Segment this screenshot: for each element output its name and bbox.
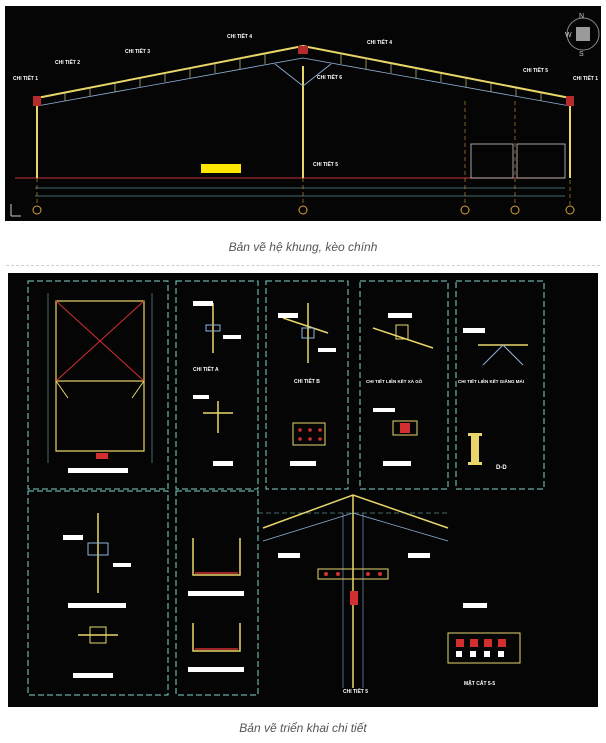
section-divider: [6, 265, 600, 266]
label-section-dd: D-D: [496, 465, 507, 471]
callout-5-right: CHI TIẾT 5: [523, 67, 548, 74]
compass-widget[interactable]: N W S: [565, 13, 600, 58]
callout-4a: CHI TIẾT 4: [227, 33, 252, 40]
main-frame-drawing: CHI TIẾT 1 CHI TIẾT 2 CHI TIẾT 3 CHI TIẾ…: [5, 6, 601, 221]
callout-4b: CHI TIẾT 4: [367, 39, 392, 46]
sheet-frames: [27, 280, 545, 696]
compass-west: W: [565, 32, 572, 39]
callout-1-right: CHI TIẾT 1: [573, 75, 598, 82]
detail-b: CHI TIẾT B: [278, 303, 336, 466]
haunches: [33, 46, 574, 106]
rafter-bottom-flange: [36, 57, 571, 107]
detail-callouts: CHI TIẾT 1 CHI TIẾT 2 CHI TIẾT 3 CHI TIẾ…: [13, 33, 598, 168]
door-openings: [470, 143, 566, 179]
callout-1: CHI TIẾT 1: [13, 75, 38, 82]
label-detail-b: CHI TIẾT B: [294, 378, 320, 385]
purlin-connection: CHI TIẾT LIÊN KẾT XÀ GỒ: [366, 313, 434, 466]
compass-south: S: [579, 51, 584, 58]
roof-bracing-connection: CHI TIẾT LIÊN KẾT GIẰNG MÁI D-D: [458, 328, 528, 471]
caption-detail: Bản vẽ triển khai chi tiết: [239, 721, 367, 735]
label-detail-a: CHI TIẾT A: [193, 366, 219, 373]
label-roof-bracing: CHI TIẾT LIÊN KẾT GIẰNG MÁI: [458, 377, 524, 384]
callout-5: CHI TIẾT 5: [313, 161, 338, 168]
callout-2: CHI TIẾT 2: [55, 59, 80, 66]
detail-cad-canvas: CHI TIẾT A CHI TIẾT B CHI: [27, 280, 545, 696]
channel-details: [188, 538, 244, 672]
callout-3: CHI TIẾT 3: [125, 48, 150, 55]
columns: [36, 66, 571, 178]
label-purlin-connection: CHI TIẾT LIÊN KẾT XÀ GỒ: [366, 377, 423, 384]
knee-braces: [274, 63, 332, 87]
label-section-55: MẶT CẮT 5-5: [464, 679, 495, 687]
section-5-5: MẶT CẮT 5-5: [447, 603, 521, 687]
axis-bubbles: [32, 205, 575, 215]
floor-level-note: [201, 164, 241, 173]
bracing-elevation: [47, 293, 153, 473]
frame-cad-canvas: CHI TIẾT 1 CHI TIẾT 2 CHI TIẾT 3 CHI TIẾ…: [10, 13, 600, 217]
detail-drawing: CHI TIẾT A CHI TIẾT B CHI: [8, 273, 598, 707]
detail-5-ridge: CHI TIẾT 5: [258, 494, 449, 695]
column-base-details: [63, 513, 131, 678]
callout-6: CHI TIẾT 6: [317, 74, 342, 81]
purlins: [64, 53, 542, 101]
ucs-icon: [10, 204, 21, 217]
label-detail-5: CHI TIẾT 5: [343, 688, 368, 695]
compass-north: N: [579, 13, 584, 20]
caption-main-frame: Bản vẽ hệ khung, kèo chính: [228, 240, 378, 254]
detail-a: CHI TIẾT A: [193, 301, 241, 466]
